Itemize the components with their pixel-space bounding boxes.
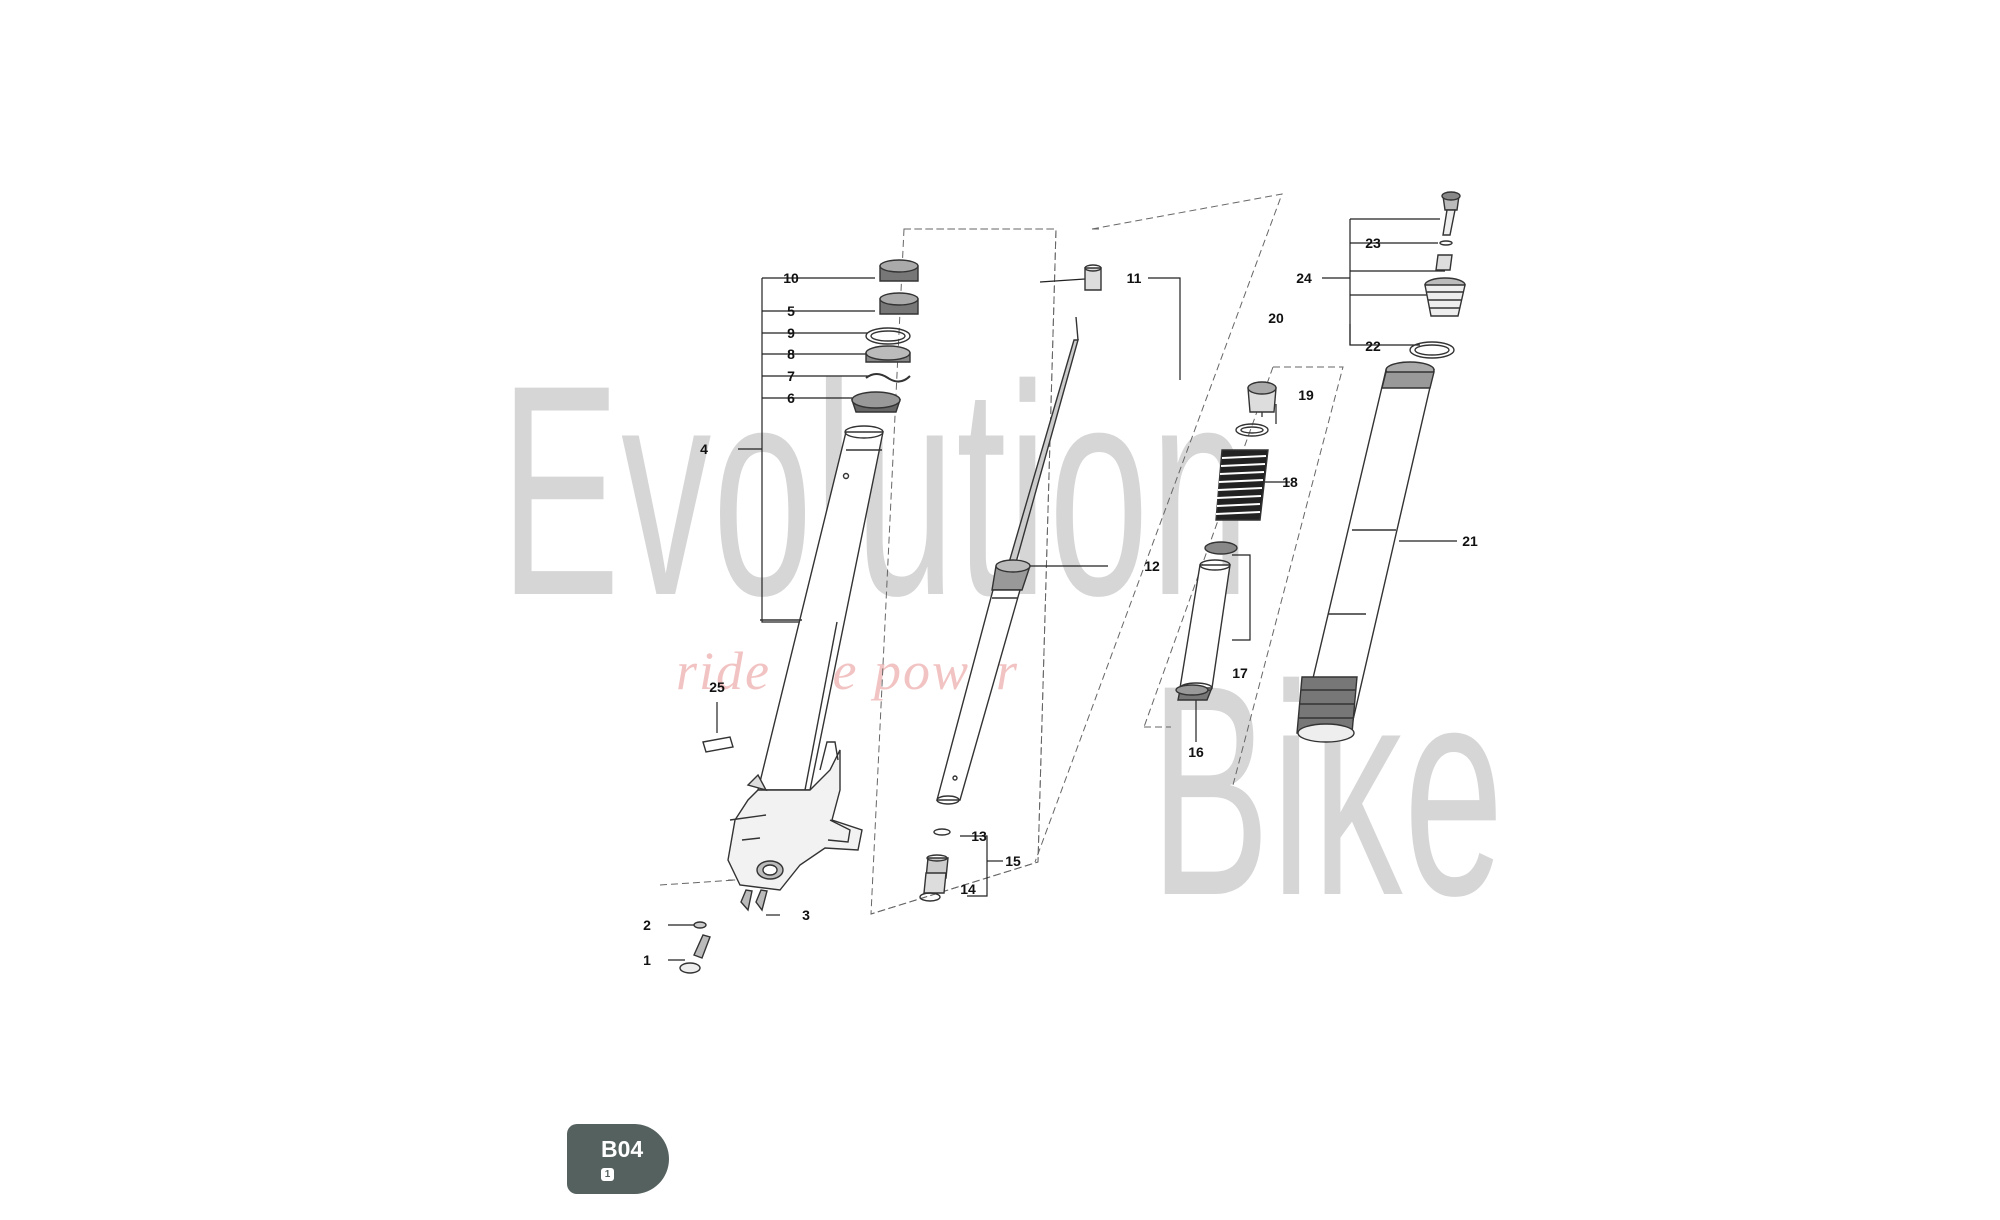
frame-foot-screw — [659, 879, 737, 886]
part-top-nuts — [879, 259, 919, 315]
callout-2: 2 — [643, 917, 651, 933]
callout-10: 10 — [783, 270, 799, 286]
callout-13: 13 — [971, 828, 987, 844]
part-outer-tube — [757, 425, 884, 791]
callout-18: 18 — [1282, 474, 1298, 490]
callout-25: 25 — [709, 679, 725, 695]
callout-8: 8 — [787, 346, 795, 362]
part-rings — [851, 327, 911, 413]
part-top-cap — [1409, 191, 1466, 359]
page-badge: B04 1 — [567, 1124, 669, 1194]
callout-5: 5 — [787, 303, 795, 319]
callout-1: 1 — [643, 952, 651, 968]
callout-14: 14 — [960, 881, 976, 897]
callout-7: 7 — [787, 368, 795, 384]
part-spacer — [1175, 541, 1238, 701]
callout-24: 24 — [1296, 270, 1312, 286]
callout-3: 3 — [802, 907, 810, 923]
watermark-brand-evolution: Evolution — [500, 322, 1252, 658]
part-label-plate — [702, 736, 734, 753]
watermark-tagline: ride the power — [676, 641, 1019, 701]
callout-9: 9 — [787, 325, 795, 341]
part-fork-foot — [727, 741, 863, 891]
callout-17: 17 — [1232, 665, 1248, 681]
frame-damper-rod — [870, 228, 1057, 915]
callout-11: 11 — [1126, 270, 1142, 286]
callout-15: 15 — [1005, 853, 1021, 869]
callout-22: 22 — [1365, 338, 1381, 354]
callout-19: 19 — [1298, 387, 1314, 403]
callout-12: 12 — [1144, 558, 1160, 574]
callout-21: 21 — [1462, 533, 1478, 549]
callout-4: 4 — [700, 441, 708, 457]
part-screws — [679, 889, 768, 974]
callout-20: 20 — [1268, 310, 1284, 326]
part-bushing — [1084, 267, 1102, 291]
sheet-number: 1 — [601, 1168, 614, 1181]
page-code: B04 — [601, 1136, 644, 1162]
callout-23: 23 — [1365, 235, 1381, 251]
frame-spring-right — [1232, 366, 1344, 786]
frame-cartridge — [1034, 193, 1283, 863]
part-damper-cartridge — [936, 316, 1079, 805]
part-valve-parts — [919, 828, 951, 902]
callout-16: 16 — [1188, 744, 1204, 760]
part-spring-assembly — [1215, 381, 1277, 521]
part-inner-tube — [1296, 361, 1435, 743]
callout-6: 6 — [787, 390, 795, 406]
